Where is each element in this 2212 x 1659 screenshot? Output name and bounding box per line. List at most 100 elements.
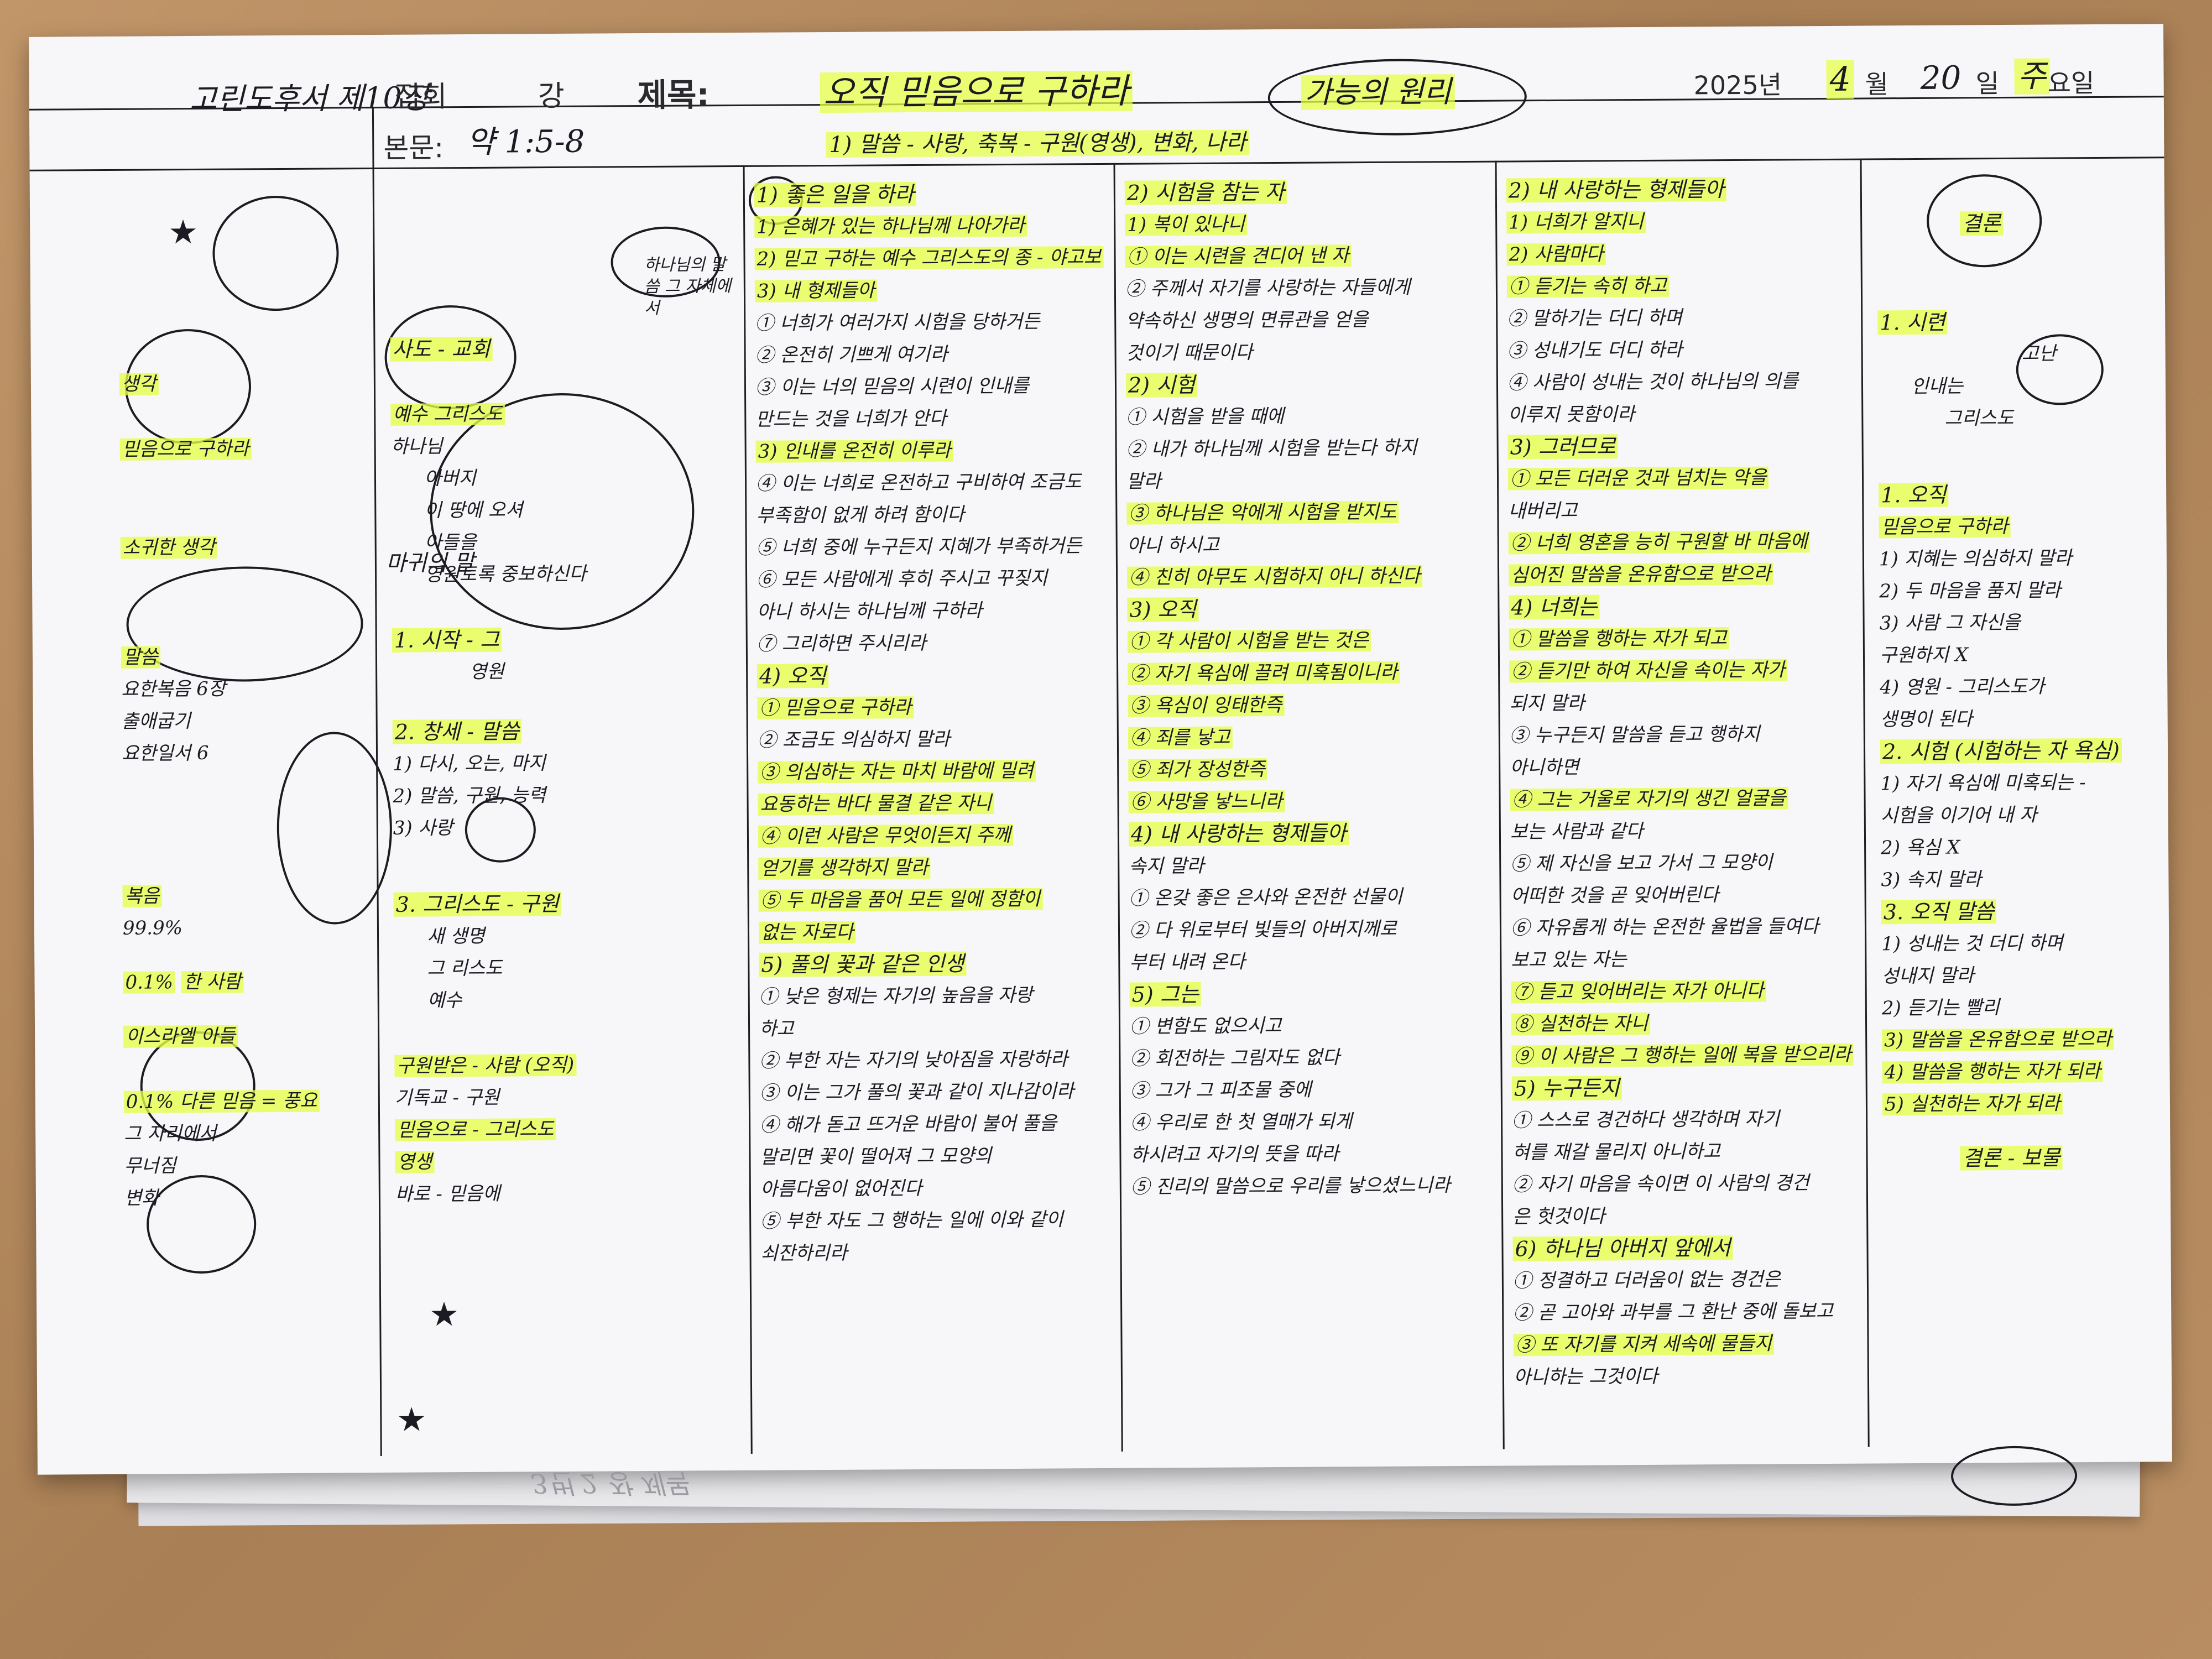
c0-line: 복음 — [122, 879, 318, 912]
c3-line: ① 온갖 좋은 은사와 온전한 선물이 — [1129, 885, 1403, 910]
c2-line: ② 부한 자는 자기의 낮아짐을 자랑하라 — [759, 1048, 1068, 1072]
bleed-through-text: 3번 2 장 제목 — [531, 1467, 688, 1499]
c5-line: 2) 듣기는 빨리 — [1881, 997, 2000, 1020]
c2-line: 요동하는 바다 물결 같은 자니 — [758, 786, 1107, 821]
c1-side-note: 하나님의 말씀 그 자체에서 — [644, 255, 732, 319]
c2-line: ② 조금도 의심하지 말라 — [757, 728, 950, 752]
c3-line: 2) 시험 — [1125, 367, 1446, 401]
c4-line: 5) 누구든지 — [1511, 1071, 1854, 1105]
c4-line: ⑨ 이 사람은 그 행하는 일에 복을 받으리라 — [1511, 1039, 1854, 1073]
c5-line: 성내지 말라 — [1881, 964, 1974, 988]
c1-line: 1. 시작 - 그 — [392, 623, 587, 656]
c5-line: 4) 영원 - 그리스도가 — [1880, 675, 2045, 699]
c2-line: 쇠잔하리라 — [760, 1241, 848, 1265]
c1-line: 3. 그리스도 - 구원 — [393, 888, 589, 921]
c0-line: 요한일서 6 — [121, 742, 209, 765]
c3-line: ③ 하나님은 악에게 시험을 받지도 — [1126, 495, 1446, 530]
c0-line: 0.1% 한 사람 — [123, 966, 319, 999]
meeting-label: 집회 — [394, 80, 447, 114]
c3-line: 4) 내 사랑하는 형제들아 — [1128, 816, 1448, 851]
c0-line: 0.1% 다른 믿음 = 풍요 — [123, 1085, 320, 1118]
c4-line: ⑤ 제 자신을 보고 가서 그 모양이 — [1510, 851, 1773, 875]
c4-line: ① 모든 더러운 것과 넘치는 악을 — [1507, 461, 1850, 495]
c2-line: 말리면 꽃이 떨어져 그 모양의 — [760, 1145, 992, 1168]
c4-line: ① 말씀을 행하는 자가 되고 — [1509, 622, 1851, 656]
c4-line: 아니하는 그것이다 — [1513, 1365, 1658, 1389]
c2-line: ① 너희가 여러가지 시험을 당하거든 — [755, 310, 1040, 335]
c4-line: ③ 누구든지 말씀을 듣고 행하지 — [1509, 723, 1760, 747]
c2-line: ⑤ 두 마음을 품어 모든 일에 정함이 — [758, 883, 1107, 917]
star-mark: ★ — [168, 212, 199, 252]
c3-line: ④ 우리로 한 첫 열매가 되게 — [1130, 1110, 1353, 1134]
c1-line: 이 땅에 오셔 — [424, 499, 523, 522]
c4-line: 혀를 재갈 물리지 아니하고 — [1512, 1140, 1721, 1164]
c0-line: 믿음으로 구하라 — [119, 432, 315, 466]
c2-line: 부족함이 없게 하려 함이다 — [756, 503, 965, 527]
c5-line: 구원하지 X — [1879, 644, 1969, 667]
c4-line: ④ 사람이 성내는 것이 하나님의 의를 — [1507, 370, 1799, 394]
c1-line: 예수 그리스도 — [390, 398, 586, 431]
c2-line: 3) 내 형제들아 — [754, 273, 1104, 307]
c1-line: 새 생명 — [426, 925, 485, 948]
c3-line: ① 각 사람이 시험을 받는 것은 — [1127, 624, 1447, 658]
c2-line: 5) 풀의 꽃과 같은 인생 — [759, 947, 1108, 981]
month-label: 월 — [1865, 69, 1889, 100]
c5-line: 2) 두 마음을 품지 말라 — [1879, 579, 2061, 603]
c0-line: 말씀 — [121, 640, 317, 674]
c5-line: 1. 시련 — [1877, 305, 2119, 339]
c5-line: 1. 오직 — [1879, 478, 2120, 512]
c4-line: 보고 있는 자는 — [1511, 948, 1627, 972]
c0-line: 생각 — [119, 367, 315, 400]
star-mark-2: ★ — [429, 1295, 460, 1334]
c3-line: 하시려고 자기의 뜻을 따라 — [1130, 1142, 1339, 1166]
title-circled-text: 가능의 원리 — [1301, 72, 1455, 112]
c3-line: ① 시험을 받을 때에 — [1126, 405, 1284, 429]
c4-line: ② 말하기는 더디 하며 — [1507, 306, 1683, 330]
day-number: 20 — [1920, 59, 1961, 97]
c1-line: 아들을 — [424, 531, 477, 554]
c5-line: 시험을 이기어 내 자 — [1880, 804, 2037, 827]
c3-line: ③ 욕심이 잉태한즉 — [1128, 688, 1447, 722]
c5-line: 2) 욕심 X — [1880, 836, 1960, 859]
c3-line: 약속하신 생명의 면류관을 얻을 — [1125, 309, 1369, 332]
header-left-note: 고린도후서 제10장 — [189, 80, 430, 117]
day-label: 일 — [1975, 69, 2000, 99]
c2-line: ③ 의심하는 자는 마치 바람에 밀려 — [758, 754, 1107, 789]
c2-line: ⑤ 너희 중에 누구든지 지혜가 부족하거든 — [756, 535, 1082, 559]
c1-line: 1) 다시, 오는, 마지 — [393, 752, 546, 775]
c4-line: ② 너희 영혼을 능히 구원할 바 마음에 — [1508, 525, 1850, 560]
text-label: 본문: — [383, 132, 444, 164]
c1-line: 영원 — [469, 660, 504, 683]
c0-line: 이스라엘 아들 — [123, 1020, 319, 1053]
c2-line: ④ 이런 사람은 무엇이든지 주께 — [758, 818, 1107, 853]
c3-line: ⑤ 진리의 말씀으로 우리를 낳으셨느니라 — [1130, 1174, 1451, 1198]
c2-line: 아니 하시는 하나님께 구하라 — [757, 599, 983, 623]
c1-line: 구원받은 - 사람 (오직) — [394, 1049, 589, 1082]
c1-line: 바로 - 믿음에 — [395, 1182, 500, 1206]
c1-line: 3) 사랑 — [393, 817, 453, 839]
c2-line: 3) 인내를 온전히 이루라 — [755, 434, 1105, 468]
text-reference: 약 1:5-8 — [466, 123, 585, 160]
c5-line: 그리스도 — [1944, 406, 2014, 430]
c5-line: 믿음으로 구하라 — [1879, 510, 2120, 544]
c4-line: ① 스스로 경건하다 생각하며 자기 — [1511, 1108, 1780, 1132]
c4-line: 은 헛것이다 — [1512, 1205, 1605, 1228]
c4-line: 내버리고 — [1508, 499, 1578, 523]
weekday-label: 요일 — [2047, 67, 2095, 98]
c2-line: 없는 자로다 — [758, 915, 1108, 949]
c5-line: 1) 자기 욕심에 미혹되는 - — [1880, 771, 2086, 795]
c1-line: 영생 — [395, 1145, 590, 1178]
title-text: 오직 믿음으로 구하라 — [820, 69, 1133, 116]
star-mark-3: ★ — [397, 1400, 427, 1439]
c1-line: 사도 - 교회 — [390, 332, 585, 366]
c0-line: 무너짐 — [124, 1155, 176, 1177]
column-0-notes: 생각 믿음으로 구하라 소귀한 생각 말씀 요한복음 6장 출애굽기 요한일서 … — [119, 367, 320, 1214]
c1-line: 영원토록 중보하신다 — [424, 562, 587, 586]
c1-line: 기독교 - 구원 — [394, 1086, 500, 1109]
c5-line: 3) 속지 말라 — [1881, 868, 1982, 891]
c1-line: 그 리스도 — [427, 957, 503, 980]
c4-line: 3) 그러므로 — [1507, 429, 1849, 463]
c5-line: 인내는 — [1911, 375, 1963, 398]
c3-line: ③ 그가 그 피조물 중에 — [1130, 1078, 1312, 1102]
c4-line: 1) 너희가 알지니 — [1506, 205, 1848, 239]
